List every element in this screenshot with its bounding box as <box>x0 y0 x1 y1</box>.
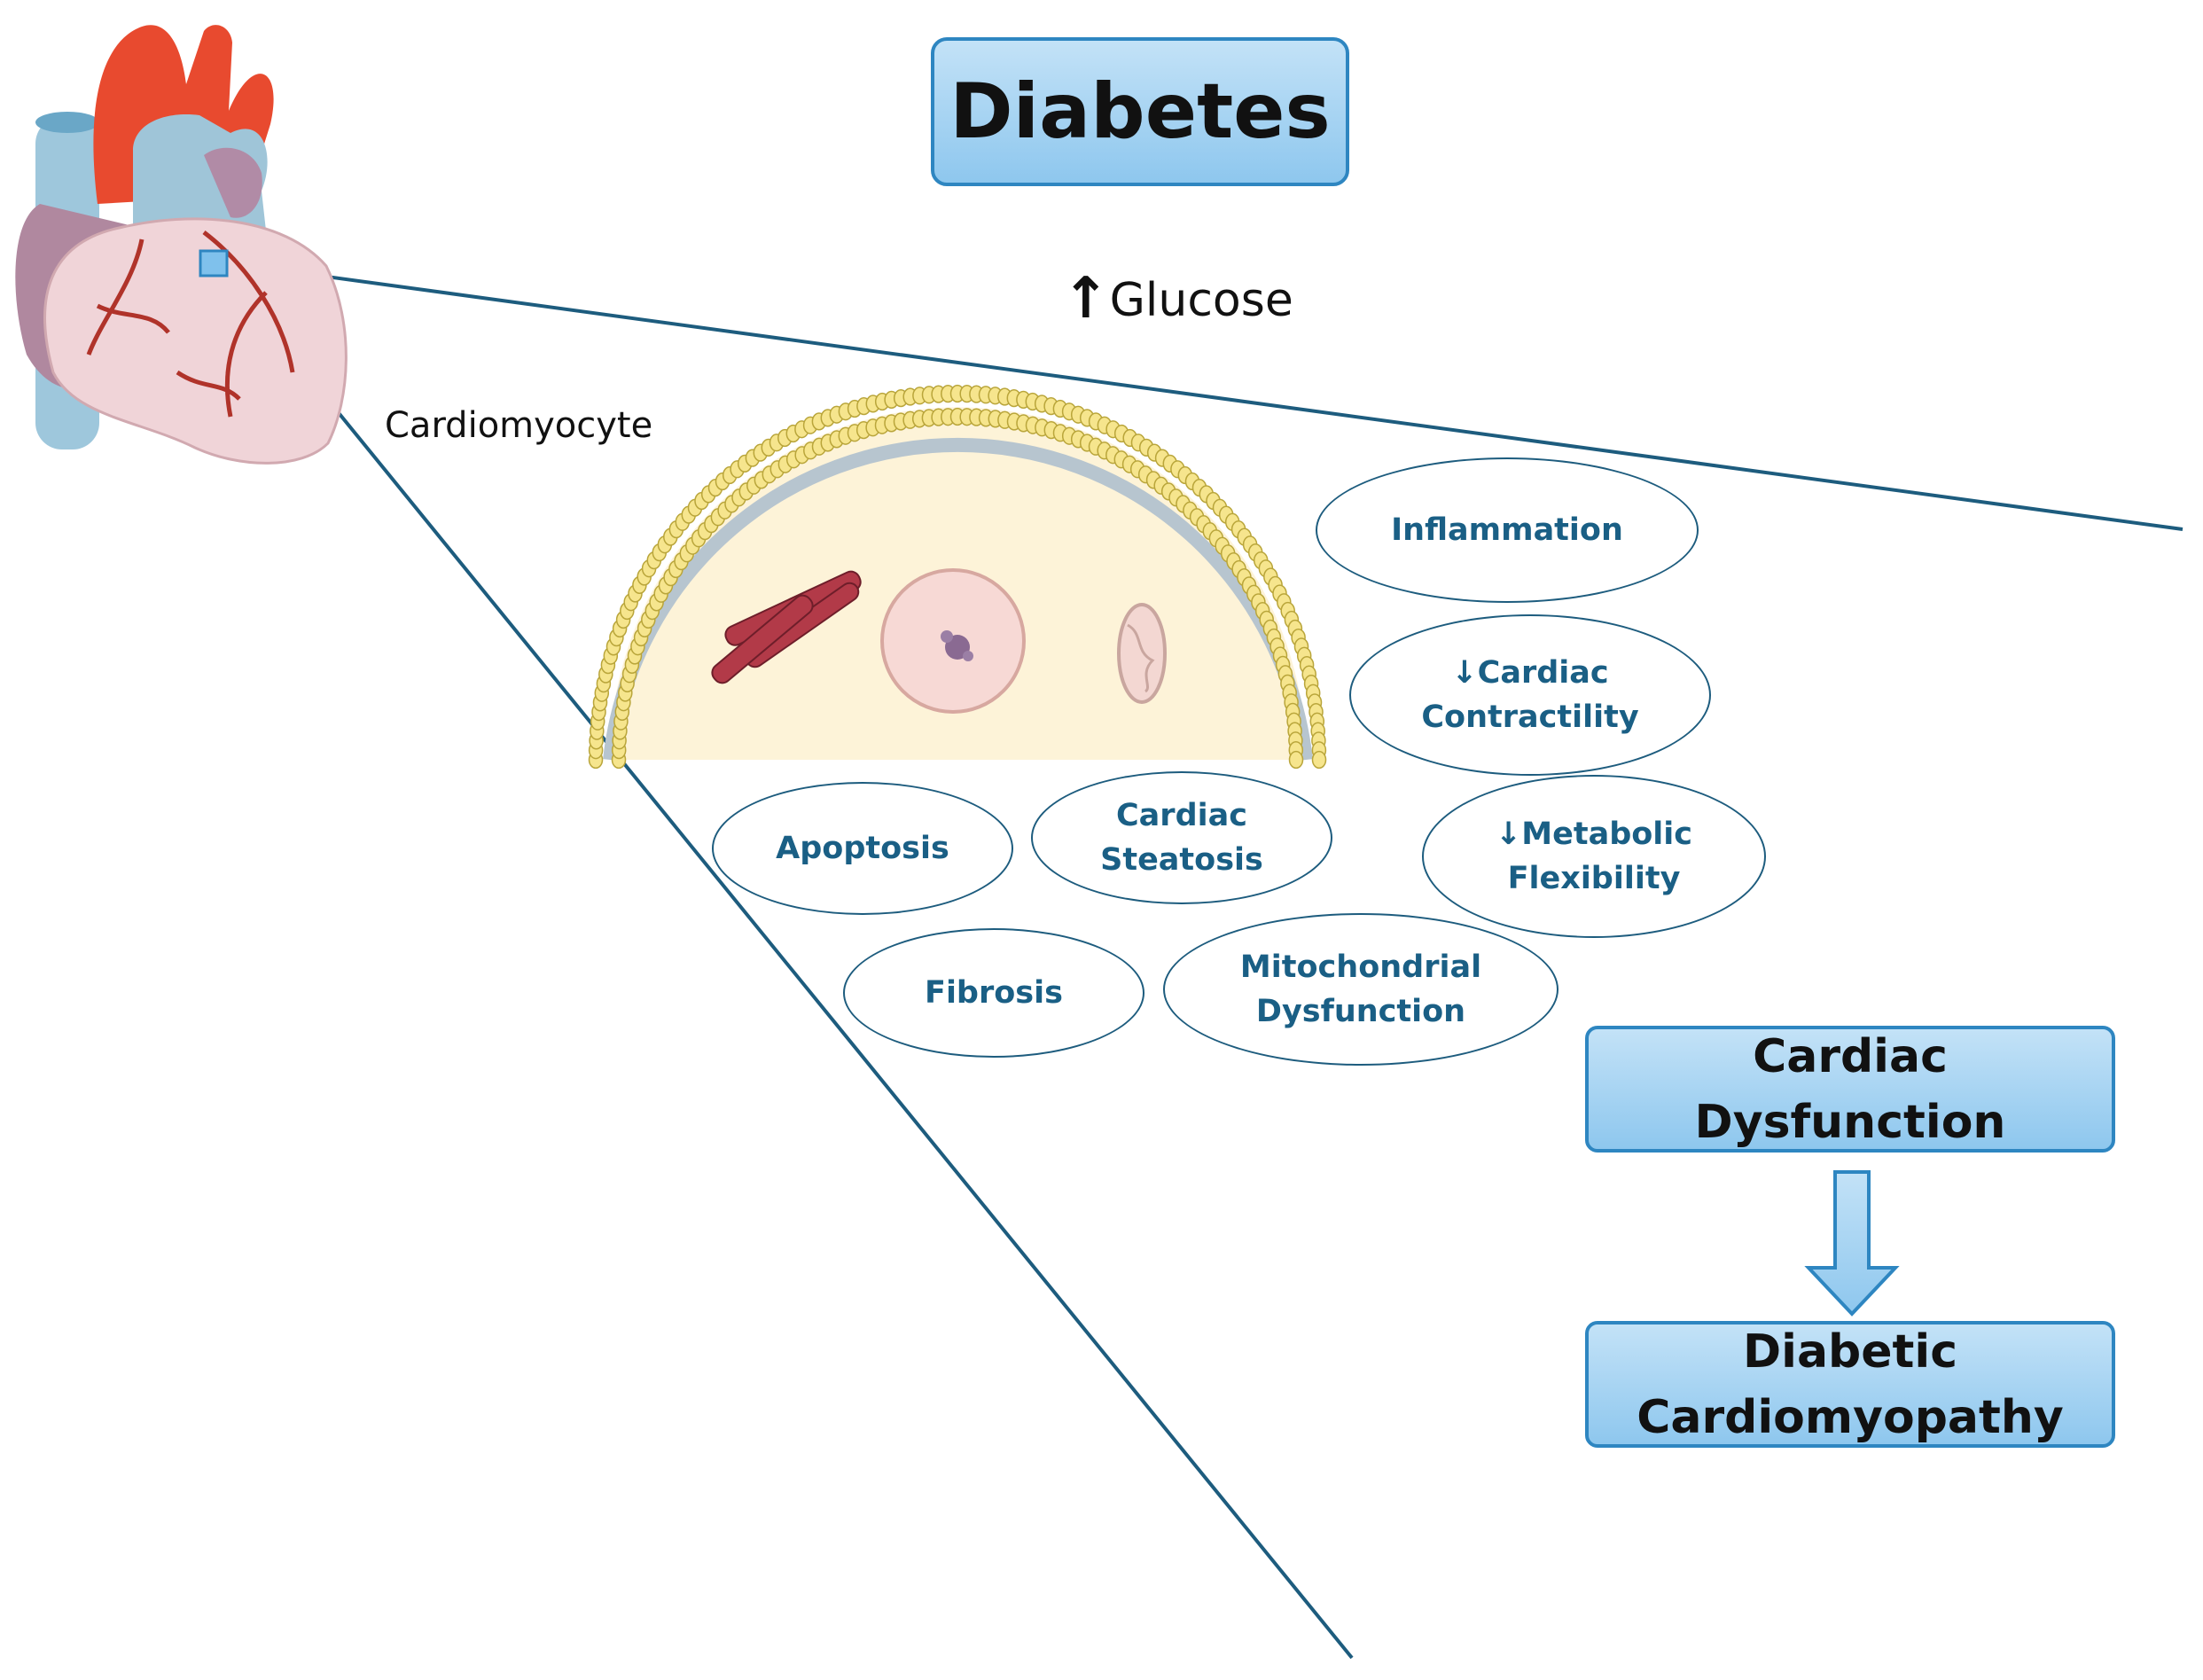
membrane-head <box>1311 750 1327 770</box>
sarcomere-icon <box>711 570 862 684</box>
dysfunction-line-1: Cardiac <box>1753 1029 1948 1083</box>
up-arrow-icon: ↑ <box>1062 266 1110 332</box>
diabetes-title-box: Diabetes <box>931 37 1349 186</box>
mitochondrion-icon <box>1117 603 1167 704</box>
cardiomyopathy-line-2: Cardiomyopathy <box>1637 1390 2064 1444</box>
oval-fibrosis: Fibrosis <box>843 928 1144 1058</box>
cardiomyopathy-line-1: Diabetic <box>1742 1324 1958 1379</box>
dysfunction-line-2: Dysfunction <box>1694 1095 2006 1149</box>
metabolic-line-2: Flexibility <box>1507 861 1681 896</box>
page-title: Diabetes <box>949 67 1331 156</box>
glucose-label: ↑Glucose <box>1062 266 1293 332</box>
cardiomyocyte-label: Cardiomyocyte <box>385 405 653 446</box>
zoom-line-bottom <box>214 260 1354 1660</box>
mitochondrial-line-2: Dysfunction <box>1255 994 1466 1029</box>
membrane-head <box>1288 750 1304 770</box>
glucose-text: Glucose <box>1109 274 1293 327</box>
steatosis-line-2: Steatosis <box>1100 842 1263 878</box>
heart-illustration <box>15 25 348 465</box>
oval-inflammation: Inflammation <box>1316 457 1699 603</box>
down-arrow-icon <box>1804 1170 1900 1317</box>
mitochondrial-line-1: Mitochondrial <box>1239 949 1482 985</box>
metabolic-line-1: ↓Metabolic <box>1495 817 1693 852</box>
apoptosis-label: Apoptosis <box>776 831 949 866</box>
steatosis-line-1: Cardiac <box>1116 798 1247 833</box>
zoom-source-square <box>199 249 229 277</box>
oval-apoptosis: Apoptosis <box>712 782 1013 915</box>
inflammation-label: Inflammation <box>1391 512 1623 548</box>
contractility-line-1: ↓Cardiac <box>1451 655 1609 691</box>
fibrosis-label: Fibrosis <box>925 975 1063 1011</box>
nucleus-icon <box>880 568 1026 714</box>
contractility-line-2: Contractility <box>1421 699 1639 735</box>
zoom-line-top <box>215 260 2183 531</box>
